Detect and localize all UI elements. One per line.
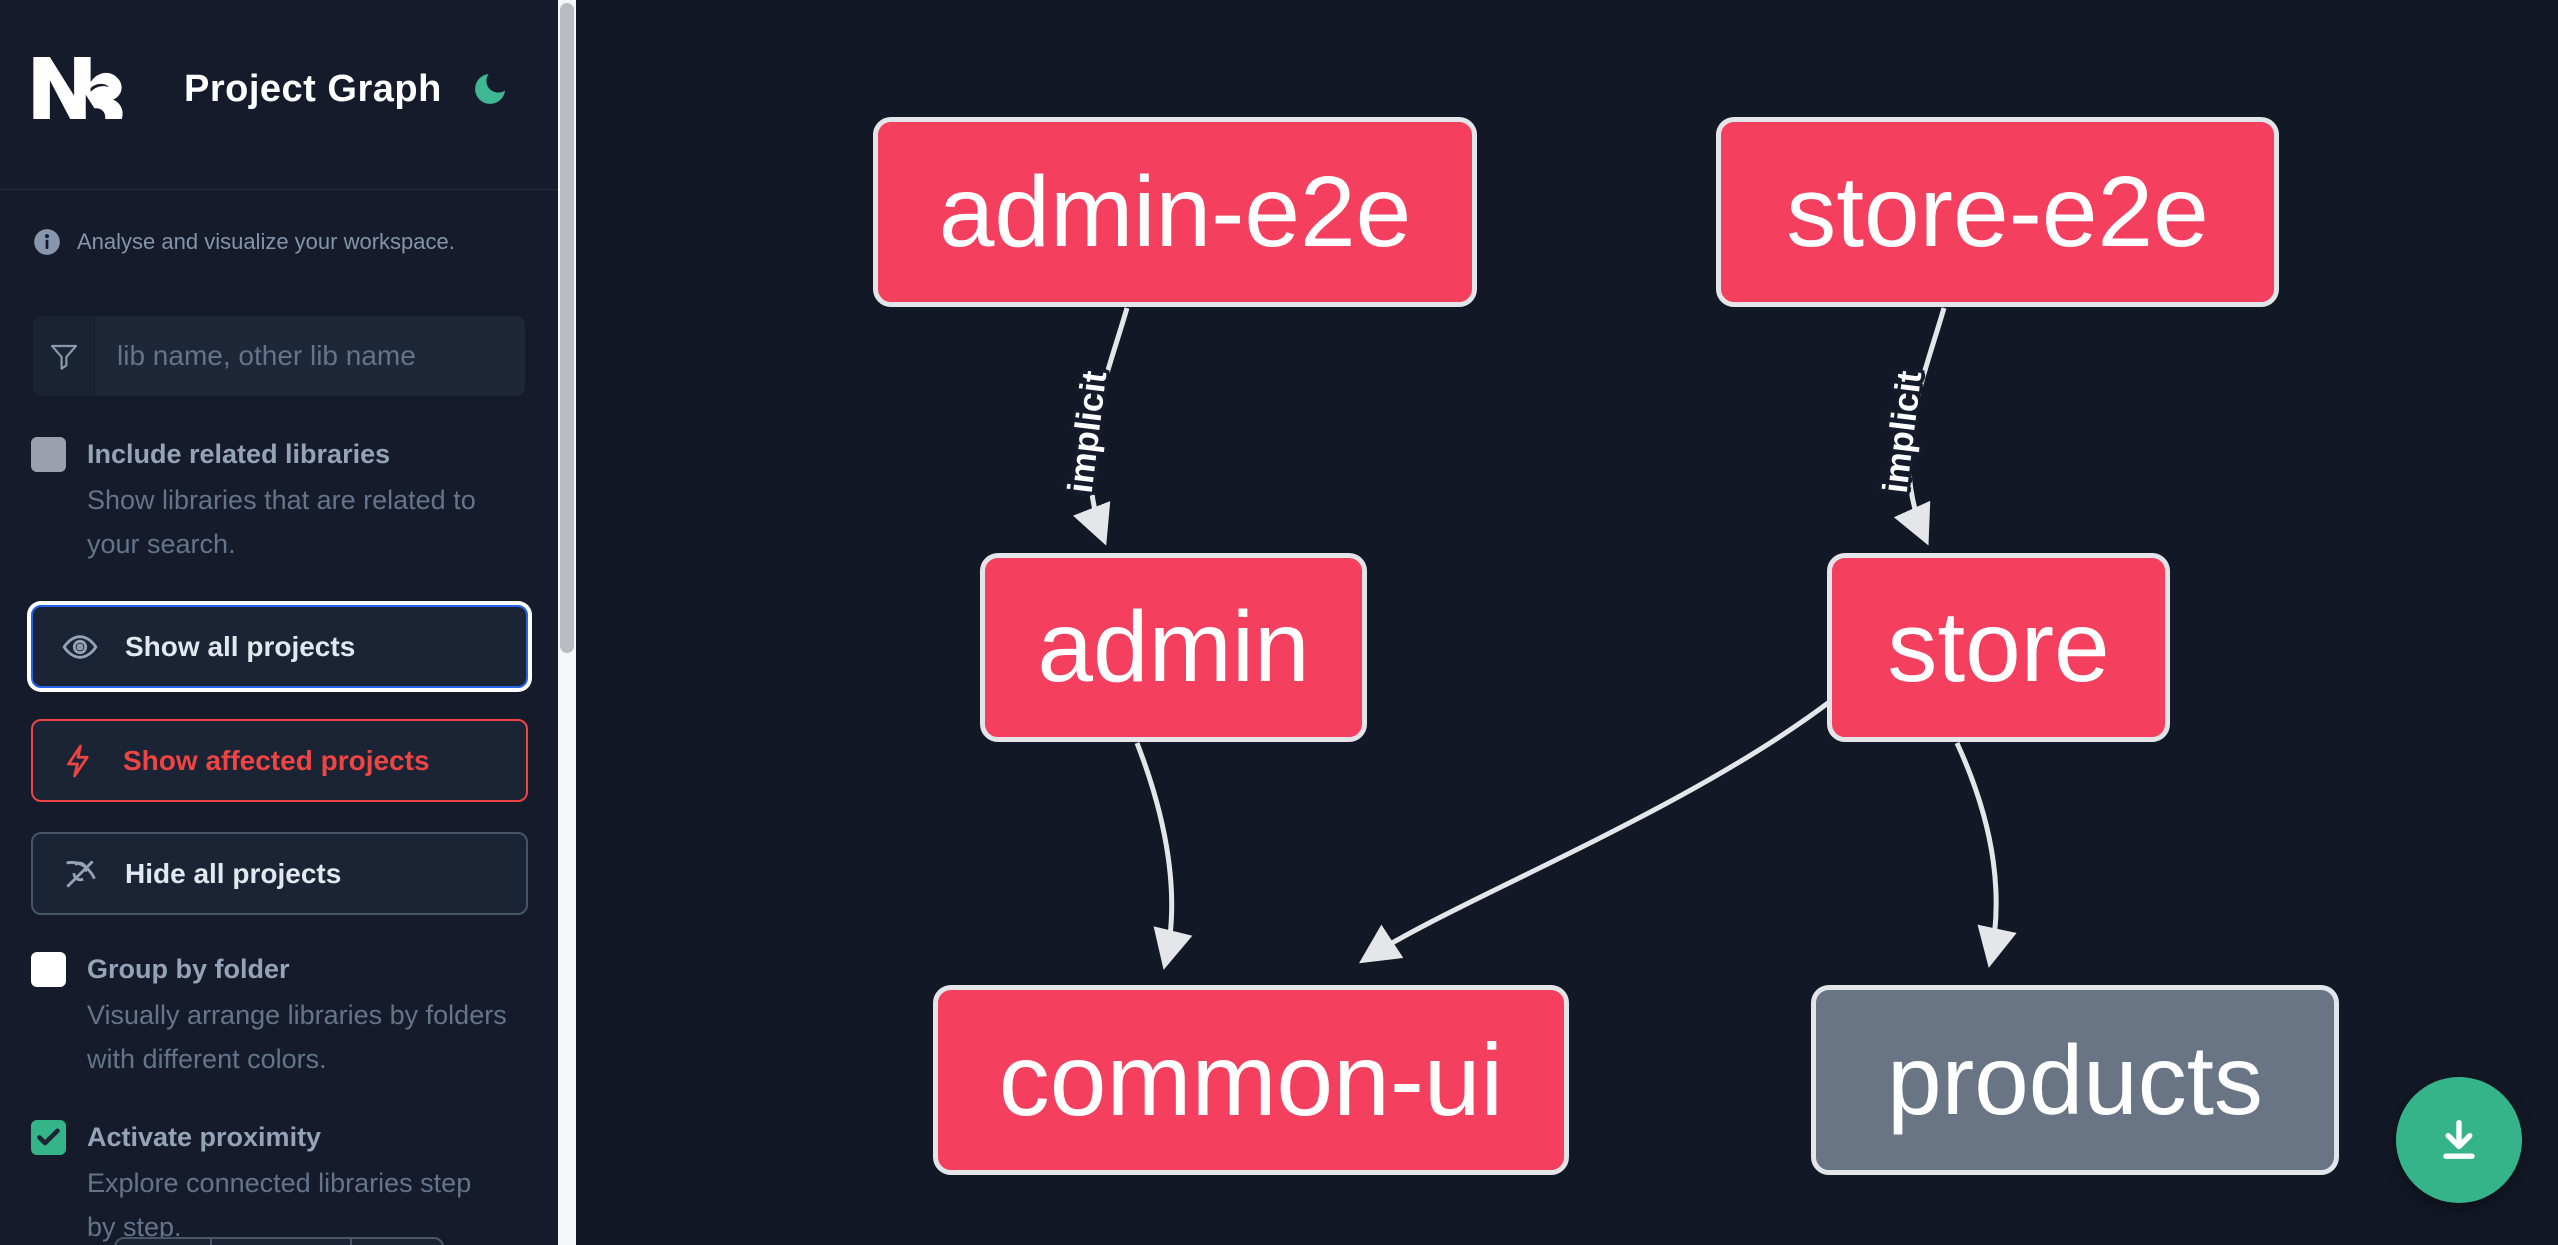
eye-off-icon [61,855,99,893]
node-admin-e2e[interactable]: admin-e2e [873,117,1477,307]
search-box [33,316,525,396]
checkmark-icon [37,1128,60,1146]
search-input[interactable] [95,316,525,396]
filter-funnel-icon [50,344,77,370]
tagline-row: Analyse and visualize your workspace. [33,228,455,256]
lightning-bolt-icon [61,743,97,779]
activate-proximity-label: Activate proximity [87,1122,322,1152]
download-icon [2443,1120,2475,1159]
node-store[interactable]: store [1827,553,2170,742]
download-graph-button[interactable] [2396,1077,2522,1203]
hide-all-projects-button[interactable]: Hide all projects [31,832,528,915]
node-products[interactable]: products [1811,985,2339,1175]
info-icon [34,229,60,255]
show-affected-projects-button[interactable]: Show affected projects [31,719,528,802]
group-by-folder-description: Visually arrange libraries by folders wi… [87,1000,507,1074]
sidebar: Project Graph Analyse and visualize your… [0,0,558,1245]
group-by-folder-label: Group by folder [87,954,290,984]
moon-icon [475,73,505,104]
activate-proximity-checkbox[interactable] [31,1120,66,1155]
nx-logo-icon [33,56,123,120]
node-store-e2e[interactable]: store-e2e [1716,117,2279,307]
show-affected-projects-label: Show affected projects [123,744,430,776]
hide-all-projects-label: Hide all projects [125,857,342,889]
show-all-projects-button[interactable]: Show all projects [31,605,528,688]
proximity-decrement-button[interactable] [116,1239,210,1245]
proximity-stepper [114,1237,444,1245]
sidebar-scrollbar-thumb[interactable] [560,3,574,653]
eye-icon [61,628,99,666]
proximity-increment-button[interactable] [350,1239,352,1245]
option-group-by-folder: Group by folder Visually arrange librari… [31,950,531,1081]
include-related-checkbox[interactable] [31,437,66,472]
sidebar-scrollbar-track[interactable] [558,0,576,1245]
theme-toggle-button[interactable] [468,68,512,112]
option-include-related-libraries: Include related libraries Show libraries… [31,435,531,566]
page-title: Project Graph [184,68,442,110]
group-by-folder-checkbox[interactable] [31,952,66,987]
search-icon-segment [33,316,95,396]
node-common-ui[interactable]: common-ui [933,985,1569,1175]
sidebar-header: Project Graph [0,0,558,190]
activate-proximity-description: Explore connected libraries step by step… [87,1168,472,1242]
option-activate-proximity: Activate proximity Explore connected lib… [31,1118,531,1245]
include-related-label: Include related libraries [87,439,391,469]
include-related-description: Show libraries that are related to your … [87,485,476,559]
tagline-text: Analyse and visualize your workspace. [77,229,455,254]
node-admin[interactable]: admin [980,553,1367,742]
proximity-value-segment[interactable] [210,1239,350,1245]
show-all-projects-label: Show all projects [125,630,356,662]
